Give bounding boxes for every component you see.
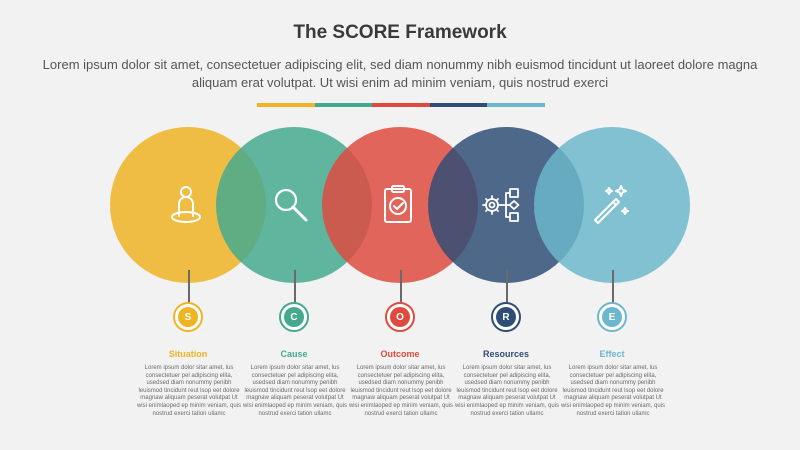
color-bar-segment — [487, 103, 545, 107]
step-title-cause: Cause — [280, 349, 308, 359]
clipboard-check-icon — [373, 180, 423, 230]
color-bar — [257, 103, 545, 107]
step-body-outcome: Lorem ipsum dolor sitar amet, lus consec… — [348, 365, 454, 417]
badge-e: E — [597, 302, 627, 332]
step-title-effect: Effect — [599, 349, 625, 359]
step-body-resources: Lorem ipsum dolor sitar amet, lus consec… — [454, 365, 560, 417]
color-bar-segment — [429, 103, 488, 107]
page-subtitle: Lorem ipsum dolor sit amet, consectetuer… — [42, 57, 758, 90]
badge-letter: R — [496, 307, 516, 327]
step-body-cause: Lorem ipsum dolor sitar amet, lus consec… — [242, 365, 348, 417]
badge-o: O — [385, 302, 415, 332]
person-on-target-icon — [161, 180, 211, 230]
page-title: The SCORE Framework — [293, 22, 507, 43]
connector-line — [400, 270, 402, 306]
color-bar-segment — [372, 103, 430, 107]
step-title-resources: Resources — [482, 349, 530, 359]
step-body-effect: Lorem ipsum dolor sitar amet, lus consec… — [560, 365, 666, 417]
color-bar-segment — [257, 103, 315, 107]
magic-wand-icon — [585, 180, 635, 230]
step-body-situation: Lorem ipsum dolor sitar amet, lus consec… — [136, 365, 242, 417]
magnifier-icon — [266, 180, 316, 230]
badge-letter: O — [390, 307, 410, 327]
connector-line — [506, 270, 508, 306]
connector-line — [294, 270, 296, 306]
gear-flowchart-icon — [479, 180, 529, 230]
badge-letter: S — [178, 307, 198, 327]
badge-c: C — [279, 302, 309, 332]
badge-letter: E — [602, 307, 622, 327]
color-bar-segment — [314, 103, 373, 107]
step-title-situation: Situation — [168, 349, 208, 359]
connector-line — [612, 270, 614, 306]
circle-effect — [534, 127, 690, 283]
step-title-outcome: Outcome — [380, 349, 420, 359]
connector-line — [188, 270, 190, 306]
badge-r: R — [491, 302, 521, 332]
badge-letter: C — [284, 307, 304, 327]
badge-s: S — [173, 302, 203, 332]
